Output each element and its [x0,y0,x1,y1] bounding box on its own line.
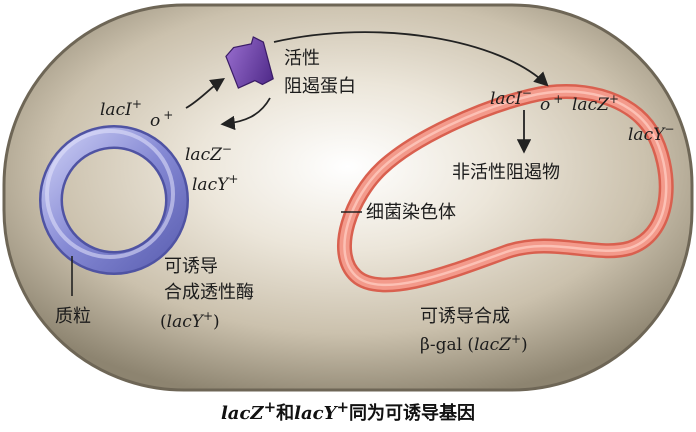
plasmid-ring [39,125,189,275]
arrow-repressor-to-chromosome-operator [273,31,549,87]
bacterial-cell [2,3,694,392]
chromosome-lacY-label: lacY− [628,122,674,145]
inactive-repressor-label: 非活性阻遏物 [452,162,560,183]
inducible-bgal-line-2: β-gal (lacZ+) [420,332,528,355]
inducible-bgal-line-1: 可诱导合成 [420,306,510,327]
inducible-permease-line-1: 可诱导 [164,256,218,277]
active-repressor-protein [225,36,274,89]
active-repressor-label-1: 活性 [284,48,320,69]
chromosome-operator-label: o+ [540,92,563,115]
chromosome-lacI-label: lacI− [490,86,532,109]
figure-caption: lacZ+和lacY+同为可诱导基因 [220,398,476,424]
active-repressor-label-2: 阻遏蛋白 [284,76,356,97]
plasmid-label: 质粒 [55,306,91,327]
plasmid-lacY-label: lacY+ [192,172,238,195]
bacterial-chromosome-label: 细菌染色体 [366,202,456,223]
inducible-permease-line-3: (lacY+) [160,309,220,332]
plasmid-lacI-label: lacI+ [100,97,142,120]
chromosome-ring [337,84,674,293]
arrow-repressor-to-plasmid-operator [220,97,271,131]
plasmid-operator-label: o+ [150,108,173,131]
lac-operon-diagram: lacI+ o+ lacZ− lacY+ 活性 阻遏蛋白 lacI− o+ la… [2,3,694,392]
inducible-permease-line-2: 合成透性酶 [164,282,254,303]
arrow-to-repressor [185,78,225,109]
plasmid-lacZ-label: lacZ− [185,142,232,165]
chromosome-lacZ-label: lacZ+ [572,92,619,115]
